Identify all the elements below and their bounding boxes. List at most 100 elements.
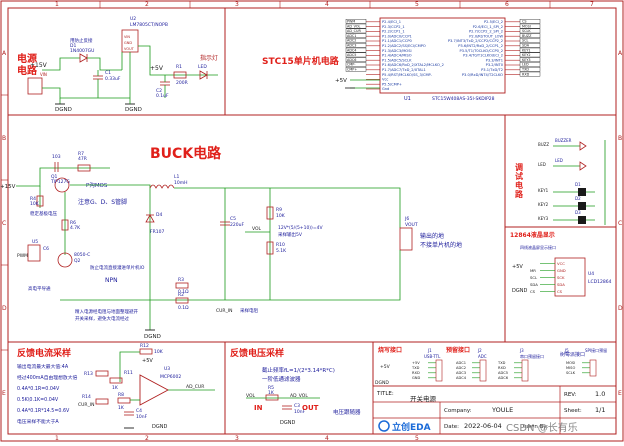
- r11-resistor: [109, 377, 123, 384]
- mcu-ref: U1: [404, 96, 411, 102]
- debug-led-symbol: [579, 161, 587, 171]
- current-fb-note-4: 0.5K\0.1K=0.04V: [17, 397, 59, 403]
- frame-inner: [7, 7, 617, 435]
- current-fb-notes: 输出电流最大最大值:4A 经过400mA自由理想放大倍 0.4A*0.1R=0.…: [17, 363, 77, 425]
- mcu-right-net-label: KEY2: [522, 53, 531, 57]
- border-col-top: 5: [415, 1, 419, 8]
- mcu-section-title: STC15单片机电路: [262, 55, 340, 67]
- output-gnd-note-2: 不接单片机的地: [420, 241, 462, 249]
- power-led-label: LED: [198, 64, 207, 70]
- mcu-part: STC15W408AS-35I-SKDIP28: [432, 96, 495, 102]
- r6-label: R6: [70, 220, 76, 226]
- buck-gnd-label: DGND: [144, 334, 161, 340]
- port-pin-label: TXD: [411, 366, 420, 370]
- title-block: TITLE: 开关电源 Company: YOULE Date: 2022-06…: [372, 385, 617, 435]
- debug-key2-switch: [578, 202, 586, 210]
- r9-resistor: [266, 206, 274, 220]
- debug-wires: [553, 145, 595, 221]
- mcu-right-net-label: KEY3: [522, 58, 531, 62]
- d1-note: 用防止反接: [70, 37, 93, 44]
- debug-d1: D1: [575, 182, 581, 187]
- dc-jack-vin-label: VIN: [40, 72, 47, 77]
- current-fb-note-5: 0.4A*0.1R*14.5=0.6V: [17, 408, 70, 414]
- lcd-net-label: CS: [530, 289, 536, 294]
- section-dividers: [8, 8, 616, 434]
- mcu-left-net-label: ADC2: [347, 39, 356, 43]
- border-row-right: E: [618, 390, 622, 397]
- border-row-right: C: [618, 220, 622, 227]
- port-pin-label: SCLK: [566, 371, 576, 375]
- npn-io-note: 防止电流直接灌进单片机IO: [90, 264, 145, 271]
- divider-formula: 12V*(5/(5+10))=4V: [278, 225, 323, 231]
- port-pin-label: RXD: [412, 371, 420, 375]
- port-connector: [435, 359, 443, 382]
- power-5v-wire: [138, 45, 218, 76]
- border-row-right: B: [618, 135, 622, 142]
- border-col-top: 6: [505, 1, 509, 8]
- rev-label: REV:: [564, 392, 577, 398]
- buck-return-rail: [60, 250, 401, 301]
- mcu-left-net-flag: [345, 47, 367, 53]
- power-vin-net: +15V: [30, 62, 48, 69]
- mcu-left-net-label: PWM: [347, 20, 355, 24]
- lcd-pin-label: GND: [557, 268, 566, 273]
- mcu-left-pin-label: P1.6/ADC6/RxD_2/XTAL2/MCLKO_2: [382, 63, 444, 67]
- r2-resistor: [175, 297, 189, 304]
- c1-value: 0.33uF: [105, 76, 121, 82]
- mcu-right-net-flag: [519, 28, 541, 34]
- rev-value: 1.0: [595, 390, 605, 398]
- current-fb-note-2: 经过400mA自由理想放大倍: [17, 374, 77, 381]
- u5-label: U5: [32, 239, 38, 245]
- debug-d3: D3: [575, 210, 581, 215]
- mcu-right-net-flag: [519, 47, 541, 53]
- mcu-right-net-flag: [519, 57, 541, 62]
- mcu-left-net-label: CMP-: [347, 63, 356, 67]
- mcu-left-pin-label: P5.5/CMP+: [382, 82, 402, 86]
- mcu-left-pin-label: P5.4/RST/MCLKO/SS_3/CMP-: [382, 73, 433, 77]
- border-col-top: 1: [55, 1, 59, 8]
- border-row-right: A: [618, 50, 623, 57]
- mcu-vcc-net: +5V: [335, 78, 347, 84]
- mcu-left-pin-label: P1.3/ADC3/MOSI: [382, 49, 412, 53]
- debug-buzzer-symbol: [579, 141, 587, 151]
- power-gnd-label: DGND: [55, 107, 72, 113]
- mcu-left-pin-label: P2.2/CCP1_1: [382, 30, 405, 34]
- port-connector: [479, 359, 487, 382]
- reserve-port-title: 预留接口: [446, 346, 470, 354]
- eda-logo-text: 立创EDA: [392, 421, 431, 433]
- buck-output-rail: [174, 187, 401, 228]
- mcu-right-nets: CSMOSISCLKBUZZSCLSDAKEY1KEY2KEY3LEDTXDRX…: [519, 19, 541, 77]
- r8-label: R8: [118, 392, 124, 398]
- border-row-left: D: [2, 305, 7, 312]
- r1-label: R1: [176, 64, 182, 70]
- r4-label: R4: [30, 196, 36, 202]
- mcu-right-pin-label: P2.5/ECI_2: [484, 20, 503, 24]
- debug-key1-net: KEY1: [538, 188, 549, 193]
- r10-value: 5.1K: [276, 248, 287, 254]
- npn-label: NPN: [105, 277, 118, 284]
- vol-in-net: VOL: [246, 393, 256, 399]
- debug-led-part: LED: [555, 158, 563, 163]
- buck-section: BUCK电路 +15V 103 R7 47R Q1 TIP127G P沟MOS …: [0, 145, 462, 340]
- border-row-left: B: [2, 135, 6, 142]
- mcu-left-net-flag: [345, 38, 367, 43]
- voltage-fb-out: OUT: [302, 404, 319, 412]
- u2-pin-gnd: GND: [124, 41, 132, 45]
- lcd-pin-label: VCC: [557, 261, 565, 266]
- j6-part: VOUT: [405, 222, 418, 228]
- u3-part: MCP6002: [160, 374, 181, 380]
- voltage-feedback-section: 反馈电压采样 截止频率fL=1/(2*3.14*R*C) 一阶低通滤波器 R5 …: [230, 347, 361, 426]
- lcd-u4-label: U4: [588, 271, 594, 277]
- debug-title-3: 电: [515, 180, 523, 190]
- r5-value: 1K: [268, 390, 275, 396]
- mcu-right-net-label: SCLK: [522, 29, 531, 33]
- mcu-right-net-flag: [519, 62, 541, 67]
- c3-label: C3: [294, 403, 300, 409]
- power-wire-after-d1: [87, 57, 122, 71]
- border-col-top: 7: [590, 1, 594, 8]
- r10-resistor: [266, 241, 274, 255]
- c7-value: 103: [52, 154, 61, 160]
- mcu-right-net-flag: [519, 23, 541, 29]
- r3-label: R3: [178, 277, 184, 283]
